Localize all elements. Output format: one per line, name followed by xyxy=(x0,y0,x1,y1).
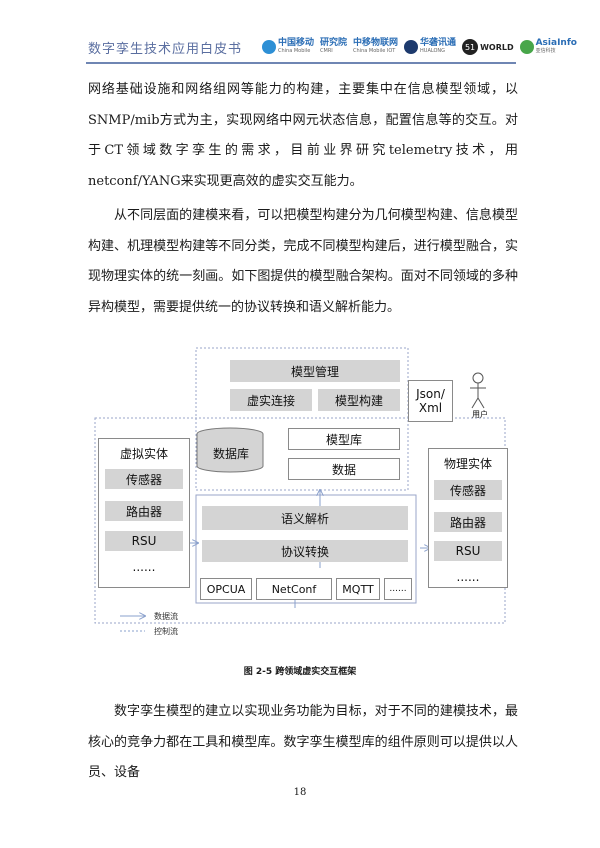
json-xml-doc: Json/ Xml xyxy=(408,380,453,422)
physical-rsu: RSU xyxy=(434,541,502,561)
51world-logo: 51 WORLD xyxy=(462,39,514,55)
protocol-convert-box: 协议转换 xyxy=(202,540,408,562)
legend-data-flow: 数据流 xyxy=(154,612,178,621)
framework-figure: 模型管理 虚实连接 模型构建 模型库 数据库 数据 Json/ Xml 用户 虚… xyxy=(90,338,520,646)
model-build-box: 模型构建 xyxy=(318,389,400,411)
hualong-icon xyxy=(404,40,419,54)
physical-more: ...... xyxy=(456,570,480,584)
protocol-mqtt: MQTT xyxy=(336,578,380,600)
virtual-more: ...... xyxy=(132,560,156,574)
virtual-sensor: 传感器 xyxy=(105,469,183,489)
physical-entity-title: 物理实体 xyxy=(443,457,492,471)
model-management-box: 模型管理 xyxy=(230,360,400,382)
database-label: 数据库 xyxy=(212,446,249,461)
physical-sensor: 传感器 xyxy=(434,480,502,500)
protocol-netconf: NetConf xyxy=(256,578,332,600)
paragraph-2: 从不同层面的建模来看，可以把模型构建分为几何模型构建、信息模型构建、机理模型构建… xyxy=(88,208,518,315)
protocol-opcua: OPCUA xyxy=(200,578,252,600)
physical-router: 路由器 xyxy=(434,512,502,532)
data-box: 数据 xyxy=(288,458,400,480)
virtual-real-link-box: 虚实连接 xyxy=(230,389,312,411)
semantic-parse-box: 语义解析 xyxy=(202,506,408,530)
protocol-more: ...... xyxy=(384,578,412,600)
xml-label: Xml xyxy=(418,401,443,415)
paragraph-3: 数字孪生模型的建立以实现业务功能为目标，对于不同的建模技术，最核心的竞争力都在工… xyxy=(88,704,518,780)
51-badge: 51 xyxy=(462,39,479,55)
page-number: 18 xyxy=(293,787,307,798)
asiainfo-icon xyxy=(519,40,534,54)
header-divider xyxy=(86,62,516,64)
china-mobile-icon xyxy=(262,40,276,54)
header-title: 数字孪生技术应用白皮书 xyxy=(88,42,243,57)
virtual-rsu: RSU xyxy=(105,531,183,551)
legend-control-flow: 控制流 xyxy=(154,627,178,636)
model-library-box: 模型库 xyxy=(288,428,400,450)
paragraph-1: 网络基础设施和网络组网等能力的构建，主要集中在信息模型领域，以SNMP/mib方… xyxy=(88,82,518,189)
virtual-entity-title: 虚拟实体 xyxy=(119,447,168,461)
figure-caption: 图 2-5 跨领域虚实交互框架 xyxy=(243,667,357,677)
virtual-router: 路由器 xyxy=(105,501,183,521)
json-label: Json/ xyxy=(416,387,445,401)
user-label: 用户 xyxy=(472,409,488,419)
